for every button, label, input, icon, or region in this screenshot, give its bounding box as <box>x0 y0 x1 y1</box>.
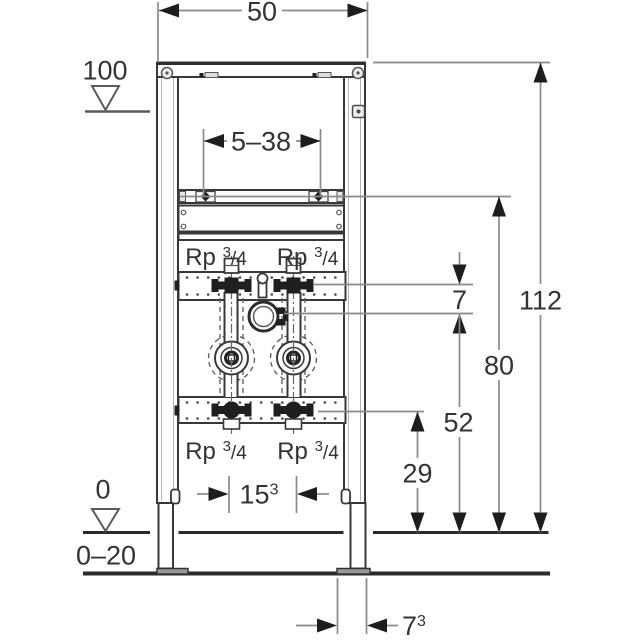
dim-lower-connection-height: 29 <box>397 411 438 533</box>
corner-screw-right-dot <box>356 71 360 75</box>
right-foot-plate <box>336 567 371 575</box>
rail-fastener-dot <box>356 109 361 114</box>
upper-water-fitting-left <box>211 257 252 294</box>
rp-label-lower-left: Rp 3/4 <box>185 438 247 465</box>
right-foot-tube <box>349 502 367 570</box>
band-strip <box>177 232 345 241</box>
level-triangle-icon <box>90 508 121 533</box>
dim-tap-spacing: 153 <box>197 476 329 513</box>
right-rail <box>343 61 366 504</box>
band-hole <box>180 209 187 216</box>
valve-dashed-circle <box>207 334 256 382</box>
lower-water-fitting-left <box>211 401 252 430</box>
zero-mark-label: 0 <box>95 475 110 505</box>
hanger-peg <box>256 272 269 299</box>
level-triangle-icon <box>90 85 121 113</box>
dim-clamp-height: 52 <box>438 313 479 533</box>
top-bar-tab-mark <box>199 73 204 77</box>
band-hole <box>336 223 342 230</box>
dim-foot-depth: 73 <box>296 578 426 640</box>
lower-fitting-plate <box>174 396 347 424</box>
upper-water-fitting-right <box>273 257 314 294</box>
dim-clamp-height-label: 52 <box>443 408 473 438</box>
clamp-screw-nub <box>283 311 289 321</box>
pipe-clamp-inner <box>252 305 275 328</box>
band-hole <box>180 223 187 230</box>
dim-rail-height-label: 80 <box>484 351 514 381</box>
top-bar-tab <box>204 72 219 78</box>
left-foot <box>156 488 189 575</box>
plate-side-tab <box>174 280 180 291</box>
right-foot <box>336 488 371 575</box>
pipe-clamp <box>247 300 289 333</box>
dim-rail-adjust-range: 5–38 <box>202 127 322 196</box>
dim-tap-spacing-label: 153 <box>240 480 279 510</box>
dim-lower-connection-label: 29 <box>402 459 432 489</box>
dim-frame-width-label: 50 <box>247 0 277 27</box>
frame <box>156 61 366 504</box>
left-foot-tube <box>157 502 174 570</box>
band-hole <box>336 209 342 216</box>
left-foot-collar <box>170 488 181 505</box>
dim-fitting-offset-label: 7 <box>452 285 467 315</box>
clamp-screw <box>276 307 286 314</box>
upper-crossbar-band <box>177 204 345 241</box>
dim-total-height: 112 <box>515 62 566 533</box>
top-bar-tab-mark <box>312 73 317 77</box>
right-foot-collar <box>340 488 351 505</box>
dim-frame-width: 50 <box>157 0 369 61</box>
rp-label-upper-right: Rp 3/4 <box>277 244 339 271</box>
plate-side-tab <box>174 405 180 416</box>
band-plate <box>177 204 345 233</box>
meter-mark: 100 <box>82 56 150 113</box>
valve-dashed-circle <box>269 334 318 382</box>
dim-rail-height: 80 <box>479 196 519 533</box>
zero-mark: 0 0–20 <box>76 475 136 571</box>
floor-range-label: 0–20 <box>76 541 136 571</box>
top-bar-tab <box>317 72 332 78</box>
corner-screw-left-dot <box>165 71 169 75</box>
rp-label-upper-left: Rp 3/4 <box>185 244 247 271</box>
dim-total-height-label: 112 <box>519 286 562 316</box>
clamp-screw <box>276 319 286 326</box>
left-foot-plate <box>156 567 189 575</box>
rp-label-lower-right: Rp 3/4 <box>277 438 339 465</box>
dim-rail-range-label: 5–38 <box>231 127 291 157</box>
lower-water-fitting-right <box>273 401 314 430</box>
meter-mark-label: 100 <box>82 56 127 86</box>
dim-foot-depth-label: 73 <box>402 611 426 640</box>
